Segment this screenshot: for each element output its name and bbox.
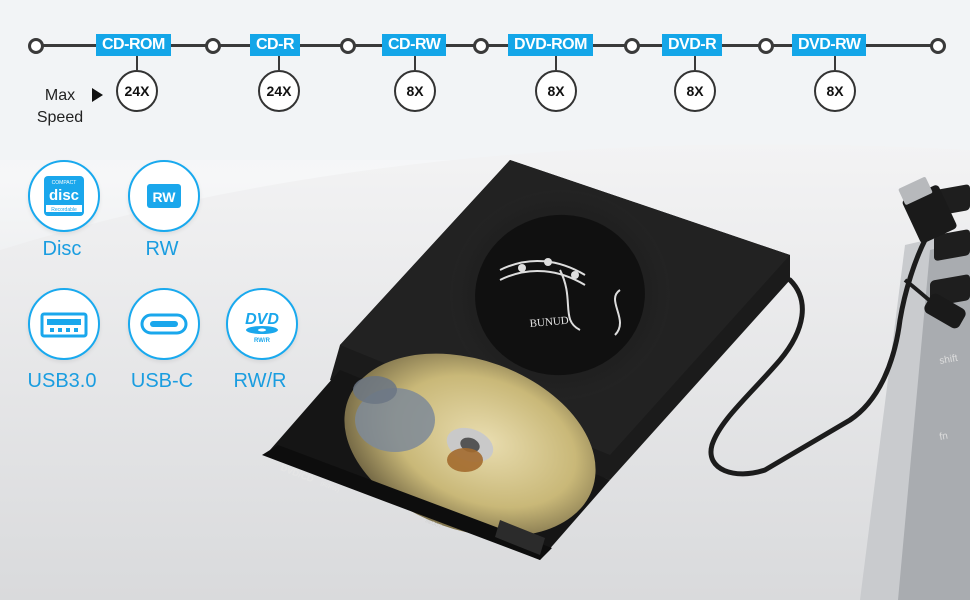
feature-label-rw: RW	[145, 238, 179, 260]
timeline-node	[758, 38, 774, 54]
speed-badge: 8X	[814, 70, 856, 112]
timeline-connector	[414, 56, 416, 70]
rw-icon-text: RW	[152, 189, 176, 205]
max-speed-label: Max Speed	[34, 85, 86, 129]
feature-label-usb3: USB3.0	[27, 370, 97, 392]
drive-brand: BUNUD	[529, 315, 569, 330]
max-speed-line2: Speed	[36, 109, 84, 126]
dvd-logo-icon: DVD RW/R	[226, 288, 298, 360]
feature-label-usb-c: USB-C	[130, 370, 194, 392]
dvd-icon-text: DVD	[245, 311, 279, 328]
format-label-cd-rom: CD-ROM	[96, 34, 171, 56]
rw-icon: RW	[128, 160, 200, 232]
usb-a-port-icon	[28, 288, 100, 360]
usb-c-port-icon	[128, 288, 200, 360]
feature-label-disc: Disc	[42, 238, 82, 260]
format-label-cd-r: CD-R	[250, 34, 300, 56]
dvd-icon-sub-text: RW/R	[254, 338, 271, 344]
speed-badge: 8X	[535, 70, 577, 112]
disc-icon-mid-text: disc	[49, 187, 79, 204]
tray-label: DVD/CD	[279, 463, 315, 485]
speed-badge: 8X	[674, 70, 716, 112]
disc-icon-top-text: COMPACT	[52, 180, 77, 186]
format-label-dvd-r: DVD-R	[662, 34, 723, 56]
format-label-dvd-rw: DVD-RW	[792, 34, 867, 56]
format-label-cd-rw: CD-RW	[382, 34, 447, 56]
timeline-connector	[834, 56, 836, 70]
laptop-key-shift: shift	[939, 353, 959, 367]
eject-label: IN/OUT	[424, 518, 442, 530]
timeline-node	[624, 38, 640, 54]
tray-sub-label: (R/RW)	[319, 481, 340, 494]
laptop-key-fn: fn	[939, 431, 949, 443]
compact-disc-icon: COMPACT disc Recordable	[28, 160, 100, 232]
timeline-node	[340, 38, 356, 54]
disc-icon-bottom-text: Recordable	[51, 207, 77, 213]
timeline-node	[28, 38, 44, 54]
speed-badge: 24X	[116, 70, 158, 112]
speed-badge: 8X	[394, 70, 436, 112]
timeline-connector	[278, 56, 280, 70]
timeline-connector	[694, 56, 696, 70]
speed-badge: 24X	[258, 70, 300, 112]
max-speed-line1: Max	[44, 87, 76, 104]
arrow-right-icon	[92, 88, 103, 102]
timeline-connector	[555, 56, 557, 70]
format-label-dvd-rom: DVD-ROM	[508, 34, 593, 56]
timeline-node	[930, 38, 946, 54]
timeline-connector	[136, 56, 138, 70]
timeline-node	[205, 38, 221, 54]
feature-label-rw-r: RW/R	[233, 370, 287, 392]
timeline-node	[473, 38, 489, 54]
